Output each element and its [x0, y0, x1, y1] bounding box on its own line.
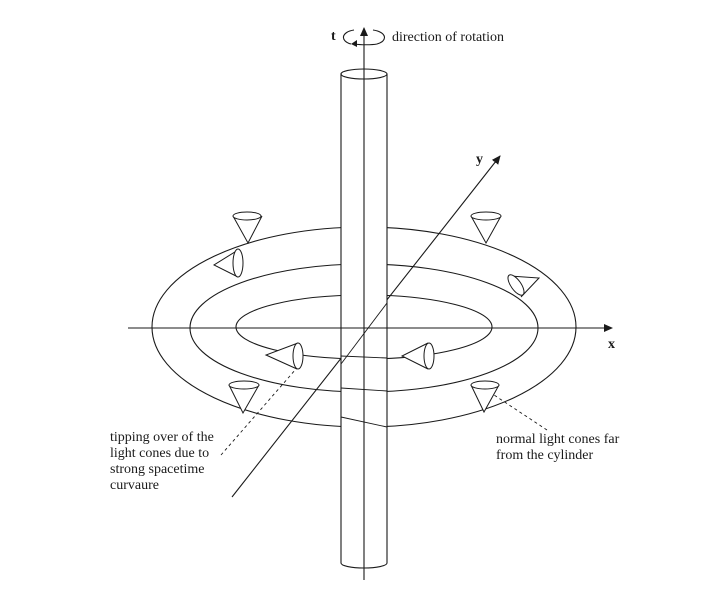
- tipping-annotation: tipping over of the light cones due to s…: [110, 430, 214, 493]
- tipping-line-1: tipping over of the: [110, 430, 214, 445]
- circular-arrow-icon: [342, 29, 385, 47]
- rotation-label: direction of rotation: [392, 30, 504, 45]
- normal-line-2: from the cylinder: [496, 448, 594, 463]
- light-cone-icon: [264, 342, 304, 370]
- light-cone-icon: [212, 248, 244, 278]
- t-axis-label: t: [331, 29, 336, 44]
- tipping-line-3: strong spacetime: [110, 462, 204, 477]
- light-cone-icon: [470, 211, 502, 245]
- normal-annotation: normal light cones far from the cylinder: [496, 432, 620, 463]
- light-cone-icon: [232, 211, 263, 245]
- y-axis-label: y: [476, 152, 483, 167]
- normal-line-1: normal light cones far: [496, 432, 620, 447]
- light-cone-icon: [470, 380, 500, 414]
- light-cone-icon: [400, 342, 435, 370]
- light-cone-icon: [507, 274, 541, 298]
- light-cone-icon: [228, 380, 260, 415]
- normal-leader-line: [493, 394, 548, 431]
- tipping-line-2: light cones due to: [110, 446, 209, 461]
- tipping-line-4: curvaure: [110, 478, 159, 493]
- tipping-leader-line: [220, 368, 297, 456]
- x-axis-label: x: [608, 337, 615, 352]
